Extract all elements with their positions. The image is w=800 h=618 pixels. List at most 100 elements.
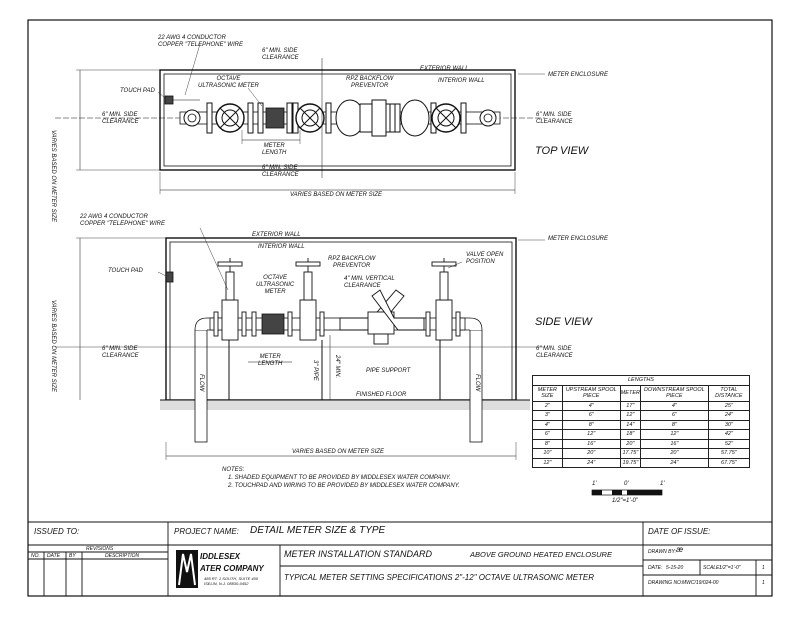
pipe-3-label: 3" PIPE [312,360,318,381]
drawn-by: æ [676,545,684,554]
table-row: 3"6"12"6"24" [532,410,751,421]
table-cell: 52" [707,438,751,449]
table-cell: 14" [619,419,641,430]
notes-title: NOTES: [222,467,245,473]
table-cell: 8" [639,419,709,430]
table-cell: 24" [561,457,621,468]
table-cell: 67.75" [707,457,751,468]
table-cell: 3" [532,410,563,421]
lengths-table: LENGTHS METER SIZE UPSTREAM SPOOL PIECE … [532,375,751,468]
interior-wall-top-label: INTERIOR WALL [438,78,485,84]
table-row: 4"8"14"8"30" [532,419,751,430]
scale-left: 1' [592,481,597,487]
note-item: 2. TOUCHPAD AND WIRING TO BE PROVIDED BY… [228,483,460,489]
flow-left-label: FLOW [198,374,204,392]
table-cell: 30" [707,419,751,430]
table-cell: 16" [561,438,621,449]
date-of-issue: DATE OF ISSUE: [648,527,711,536]
company-addr-1: 485 RT. 1 SOUTH, SUITE 400 [204,576,259,581]
enclosure-title: ABOVE GROUND HEATED ENCLOSURE [470,550,612,559]
varies-h1-label: VARIES BASED ON METER SIZE [290,192,383,198]
table-cell: 20" [561,448,621,459]
side-view [55,227,545,460]
scale-label: SCALE: [703,565,721,571]
meter-enclosure-side-label: METER ENCLOSURE [548,236,609,242]
touch-pad-top-label: TOUCH PAD [120,88,155,94]
table-cell: 20" [639,448,709,459]
table-cell: 4" [532,419,563,430]
scale: 1/2"=1'-0" [719,565,741,571]
revisions-label: REVISIONS [86,546,114,552]
table-cell: 8" [561,419,621,430]
side-view-title: SIDE VIEW [535,316,592,328]
table-cell: 12" [639,429,709,440]
table-cell: 12" [619,410,641,421]
side-meter [261,313,285,335]
col-header: DOWNSTREAM SPOOL PIECE [639,384,709,402]
date: 5-15-20 [666,565,684,571]
top-meter [265,107,285,129]
table-cell: 17" [619,400,641,411]
flow-right-label: FLOW [474,374,480,392]
finished-floor-label: FINISHED FLOOR [356,392,407,398]
table-cell: 20" [619,438,641,449]
scale-caption: 1/2"=1'-0" [612,498,638,504]
table-row: 12"24"19.75"24"67.75" [532,457,751,468]
col-header: TOTAL DISTANCE [707,384,751,402]
exterior-wall-side-label: EXTERIOR WALL [252,232,301,238]
company-logo [176,550,198,588]
table-cell: 19.75" [619,457,641,468]
title-block [28,521,772,596]
table-row: 2"4"17"4"25" [532,400,751,411]
table-cell: 16" [639,438,709,449]
table-row: 10"20"17.75"20"57.75" [532,448,751,459]
notes: NOTES: 1. SHADED EQUIPMENT TO BE PROVIDE… [222,466,460,490]
table-cell: 6" [532,429,563,440]
varies-v2-label: VARIES BASED ON METER SIZE [50,300,56,393]
interior-wall-side-label: INTERIOR WALL [258,244,305,250]
col-header: METER SIZE [532,384,563,402]
issued-to: ISSUED TO: [34,527,80,536]
rev-col-by: BY [69,553,76,559]
table-cell: 2" [532,400,563,411]
table-cell: 4" [639,400,709,411]
project-name: DETAIL METER SIZE & TYPE [250,525,386,536]
table-row: 8"16"20"16"52" [532,438,751,449]
table-cell: 10" [532,448,563,459]
company-name-1: IDDLESEX [200,552,241,561]
table-row: 6"12"18"12"42" [532,429,751,440]
table-cell: 12" [532,457,563,468]
date-label: DATE: [648,565,663,571]
side-touch-pad [165,271,174,283]
exterior-wall-top-label: EXTERIOR WALL [420,66,469,72]
sheet-number: 1 [762,565,765,571]
scale-right: 1' [660,481,665,487]
table-cell: 25" [707,400,751,411]
lengths-title: LENGTHS [532,375,750,386]
top-exterior-wall [159,69,516,171]
company-addr-2: ISELIN, N.J. 08830-0452 [204,581,249,586]
standard-title: METER INSTALLATION STANDARD [284,549,433,559]
sheet-of: 1 [762,580,765,586]
table-cell: 6" [561,410,621,421]
table-cell: 17.75" [619,448,641,459]
top-touch-pad [164,95,174,105]
rev-col-date: DATE [47,553,60,559]
drawn-by-label: DRAWN BY: [648,549,677,555]
top-interior-wall [163,73,512,167]
